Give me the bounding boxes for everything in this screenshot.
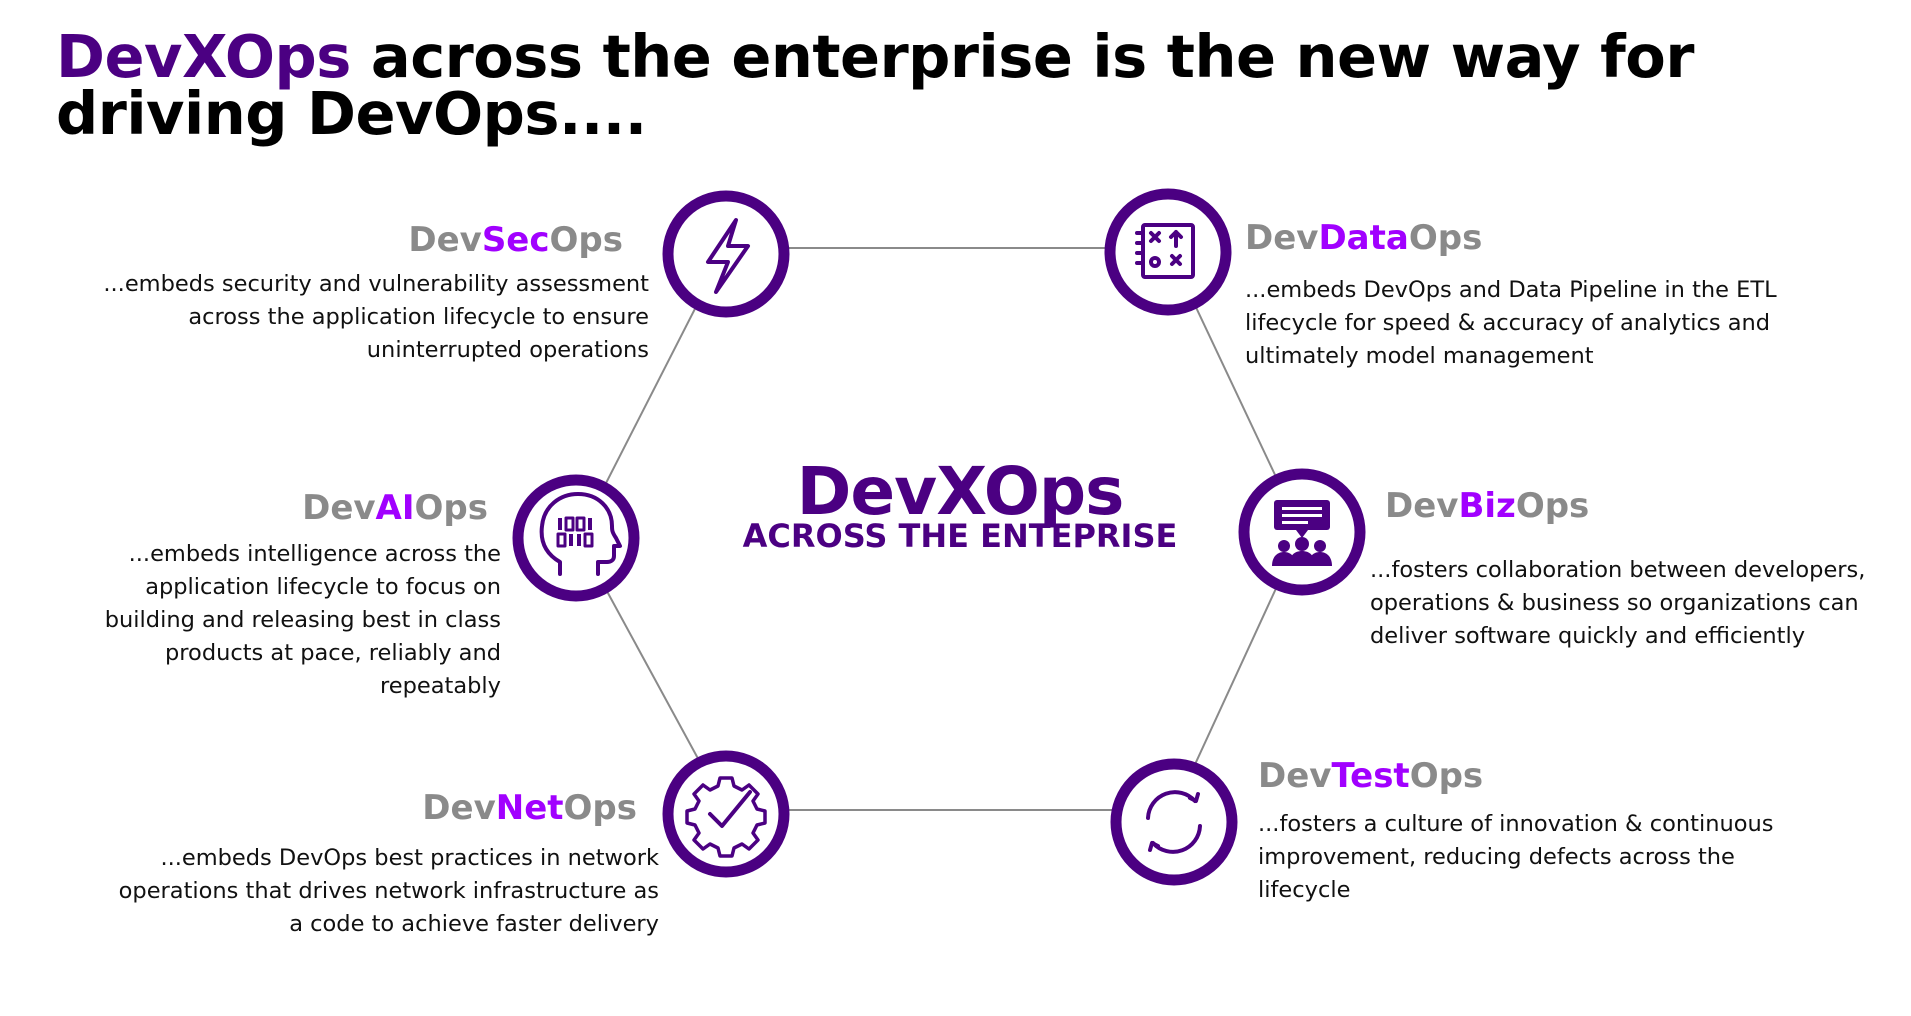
refresh-cycle-icon (1146, 790, 1202, 854)
center-title: DevXOps (796, 453, 1125, 530)
label-suffix: Ops (1515, 486, 1590, 526)
label-highlight: Test (1331, 756, 1410, 796)
label-devaiops: DevAIOps (302, 488, 488, 528)
desc-devtestops: ...fosters a culture of innovation & con… (1258, 811, 1774, 903)
label-prefix: Dev (1245, 218, 1319, 258)
desc-devaiops: ...embeds intelligence across the applic… (104, 541, 501, 699)
desc-devbizops: ...fosters collaboration between develop… (1370, 557, 1866, 649)
binary-head-icon (539, 492, 622, 576)
label-devdataops: DevDataOps (1245, 218, 1482, 258)
strategy-board-icon (1135, 223, 1195, 279)
label-devbizops: DevBizOps (1385, 486, 1589, 526)
label-highlight: Sec (481, 220, 550, 260)
node-devnetops (662, 750, 790, 878)
node-devtestops (1110, 758, 1238, 886)
center-label: DevXOps ACROSS THE ENTEPRISE (680, 453, 1240, 555)
desc-devnetops: ...embeds DevOps best practices in netwo… (118, 845, 659, 937)
label-suffix: Ops (1408, 218, 1483, 258)
node-devdataops (1104, 188, 1232, 316)
label-devsecops: DevSecOps (408, 220, 623, 260)
label-prefix: Dev (1258, 756, 1332, 796)
team-presentation-icon (1272, 500, 1332, 566)
label-highlight: Data (1318, 218, 1409, 258)
title-accent: DevXOps (56, 22, 351, 91)
label-highlight: Biz (1458, 486, 1516, 526)
node-circle-data (1104, 188, 1232, 316)
label-highlight: Net (495, 788, 564, 828)
node-circle-test (1110, 758, 1238, 886)
center-subtitle: ACROSS THE ENTEPRISE (742, 517, 1178, 555)
label-suffix: Ops (563, 788, 637, 828)
label-highlight: AI (375, 488, 415, 528)
page-title: DevXOps across the enterprise is the new… (56, 27, 1856, 143)
node-devaiops (512, 474, 640, 602)
desc-devsecops: ...embeds security and vulnerability ass… (103, 271, 649, 363)
label-suffix: Ops (1409, 756, 1484, 796)
node-devsecops (662, 190, 790, 318)
label-suffix: Ops (414, 488, 488, 528)
node-circle-sec (662, 190, 790, 318)
label-prefix: Dev (408, 220, 482, 260)
lightning-bolt-icon (706, 218, 750, 294)
node-devbizops (1238, 468, 1366, 596)
label-prefix: Dev (302, 488, 376, 528)
title-rest: across the enterprise is the new way for… (56, 22, 1694, 148)
label-suffix: Ops (549, 220, 623, 260)
label-devnetops: DevNetOps (422, 788, 637, 828)
gear-check-icon (685, 776, 767, 858)
label-prefix: Dev (422, 788, 496, 828)
label-devtestops: DevTestOps (1258, 756, 1483, 796)
desc-devdataops: ...embeds DevOps and Data Pipeline in th… (1245, 277, 1777, 369)
label-prefix: Dev (1385, 486, 1459, 526)
